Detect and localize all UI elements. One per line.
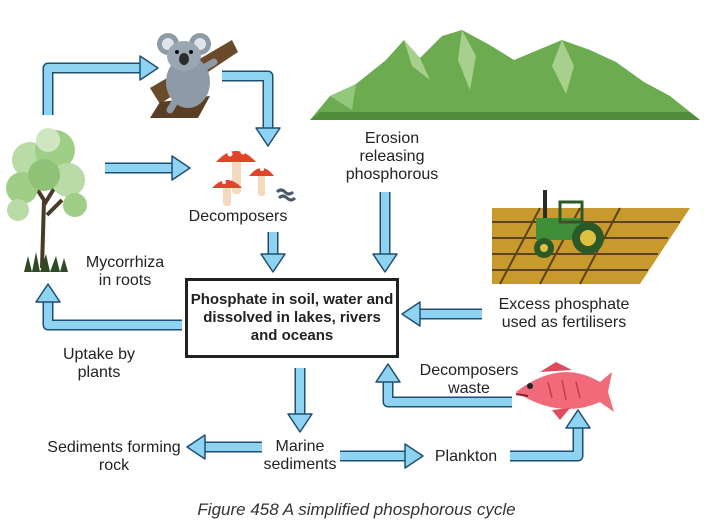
arrow-decomposers-to-center — [260, 232, 286, 273]
center-text: Phosphate in soil, water and dissolved i… — [190, 291, 394, 344]
erosion-line-3: phosphorous — [345, 166, 439, 183]
marine-line-1: Marine — [275, 438, 325, 455]
arrow-tree-to-decomposers — [105, 155, 191, 181]
arrows — [35, 55, 591, 469]
plankton-label: Plankton — [434, 448, 498, 465]
arrow-fertiliser-to-center — [401, 301, 482, 327]
tractor-icon — [492, 190, 690, 285]
arrow-koala-to-decomposers — [222, 70, 281, 147]
mycorrhiza-label: Mycorrhiza in roots — [70, 254, 180, 290]
fertiliser-label: Excess phosphate used as fertilisers — [484, 296, 644, 332]
arrow-erosion-to-center — [372, 192, 398, 273]
erosion-line-1: Erosion — [364, 130, 420, 147]
arrow-waste-to-center — [375, 363, 512, 408]
marine-label: Marine sediments — [248, 438, 352, 474]
arrow-marine-to-plankton — [340, 443, 424, 469]
tree-icon — [6, 128, 87, 272]
uptake-label: Uptake by plants — [44, 346, 154, 382]
marine-line-2: sediments — [263, 456, 337, 473]
decomposers-waste-label: Decomposers waste — [404, 362, 534, 398]
rock-line-2: rock — [98, 457, 130, 474]
fertiliser-line-1: Excess phosphate — [498, 296, 630, 313]
arrow-tree-to-koala — [42, 55, 159, 115]
arrow-center-to-tree — [35, 283, 182, 331]
waste-line-2: waste — [448, 380, 490, 397]
erosion-label: Erosion releasing phosphorous — [322, 130, 462, 184]
waste-line-1: Decomposers — [419, 362, 519, 379]
sediments-rock-label: Sediments forming rock — [34, 439, 194, 475]
fish-icon — [515, 362, 614, 420]
arrow-plankton-to-fish — [510, 409, 591, 462]
fertiliser-line-2: used as fertilisers — [501, 314, 627, 331]
uptake-line-2: plants — [77, 364, 121, 381]
mycorrhiza-line-1: Mycorrhiza — [85, 254, 165, 271]
koala-icon — [150, 33, 238, 118]
arrow-center-to-marine — [287, 368, 313, 433]
mountain-icon — [310, 30, 700, 120]
uptake-line-1: Uptake by — [62, 346, 136, 363]
figure-caption: Figure 458 A simplified phosphorous cycl… — [197, 500, 516, 519]
decomposers-label: Decomposers — [188, 208, 288, 225]
mushroom-icon — [212, 149, 297, 206]
erosion-line-2: releasing — [359, 148, 425, 165]
mycorrhiza-line-2: in roots — [98, 272, 152, 289]
rock-line-1: Sediments forming — [47, 439, 181, 456]
arrow-marine-to-rock — [186, 434, 262, 460]
phosphate-center-box: Phosphate in soil, water and dissolved i… — [185, 278, 399, 358]
